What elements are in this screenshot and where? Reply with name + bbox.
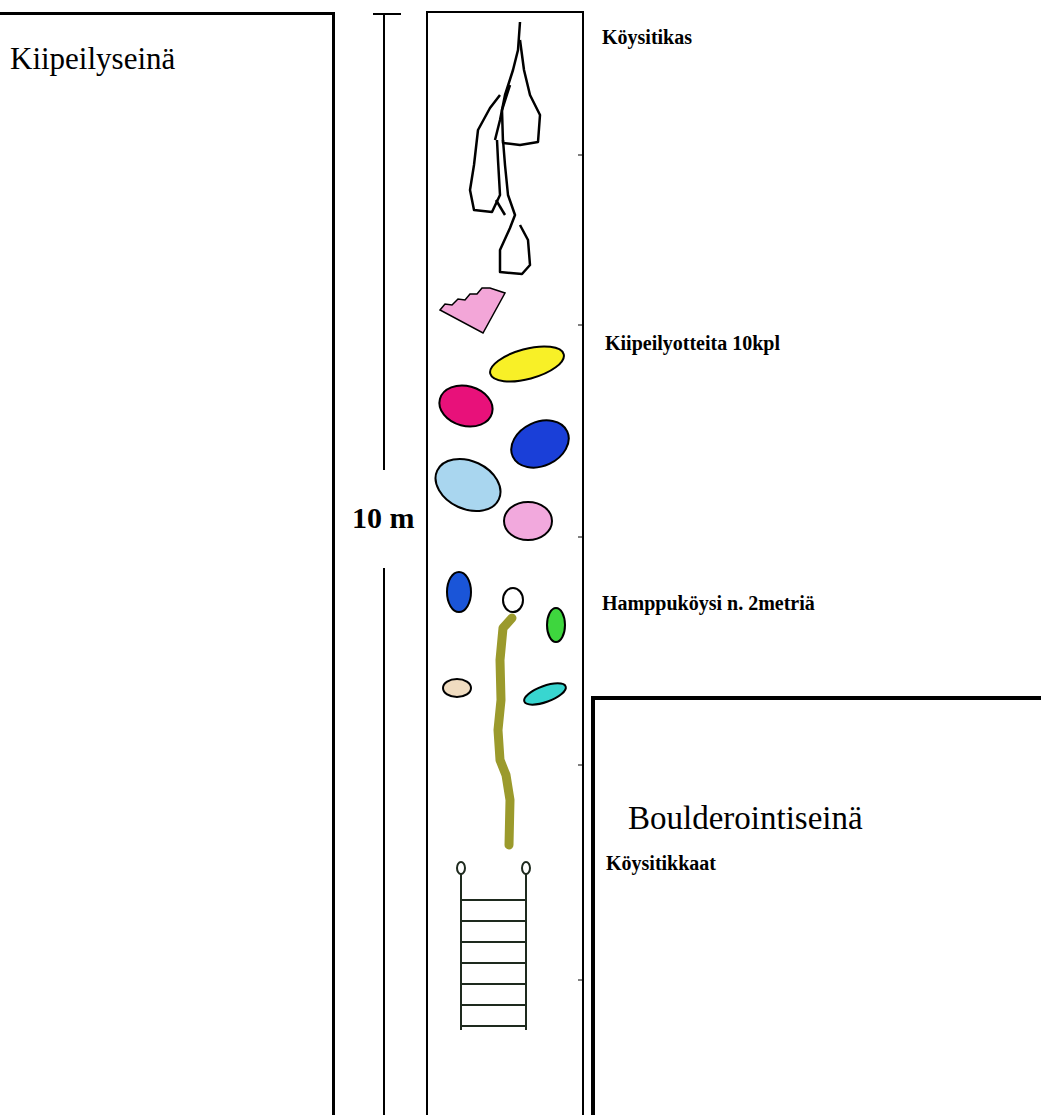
dimension-line [373, 14, 401, 1115]
ladder-rung [461, 1025, 526, 1027]
climbing-wall-region: Kiipeilyseinä [0, 12, 335, 1115]
rope-ladder-bottom [457, 862, 530, 1030]
hemp-rope [498, 618, 512, 845]
rope-ladder-top [470, 22, 540, 274]
part-label: Köysitikas [602, 26, 692, 49]
ladder-rung [461, 983, 526, 985]
ladder-rung [461, 941, 526, 943]
ladder-rung [461, 1004, 526, 1006]
part-label: Kiipeilyotteita 10kpl [605, 332, 780, 355]
ladder-rung [461, 899, 526, 901]
climbing-column [427, 12, 583, 1115]
pink-fan-hold [440, 288, 505, 333]
part-label: Hamppuköysi n. 2metriä [602, 592, 815, 615]
dimension-label: 10 m [350, 501, 417, 536]
ladder-rung [461, 920, 526, 922]
region-title: Boulderointiseinä [628, 800, 863, 838]
region-title: Kiipeilyseinä [10, 41, 175, 77]
column-ticks [578, 155, 583, 980]
part-label: Köysitikkaat [606, 852, 716, 875]
ladder-rung [461, 962, 526, 964]
bouldering-wall-region: Boulderointiseinä [591, 696, 1041, 1115]
